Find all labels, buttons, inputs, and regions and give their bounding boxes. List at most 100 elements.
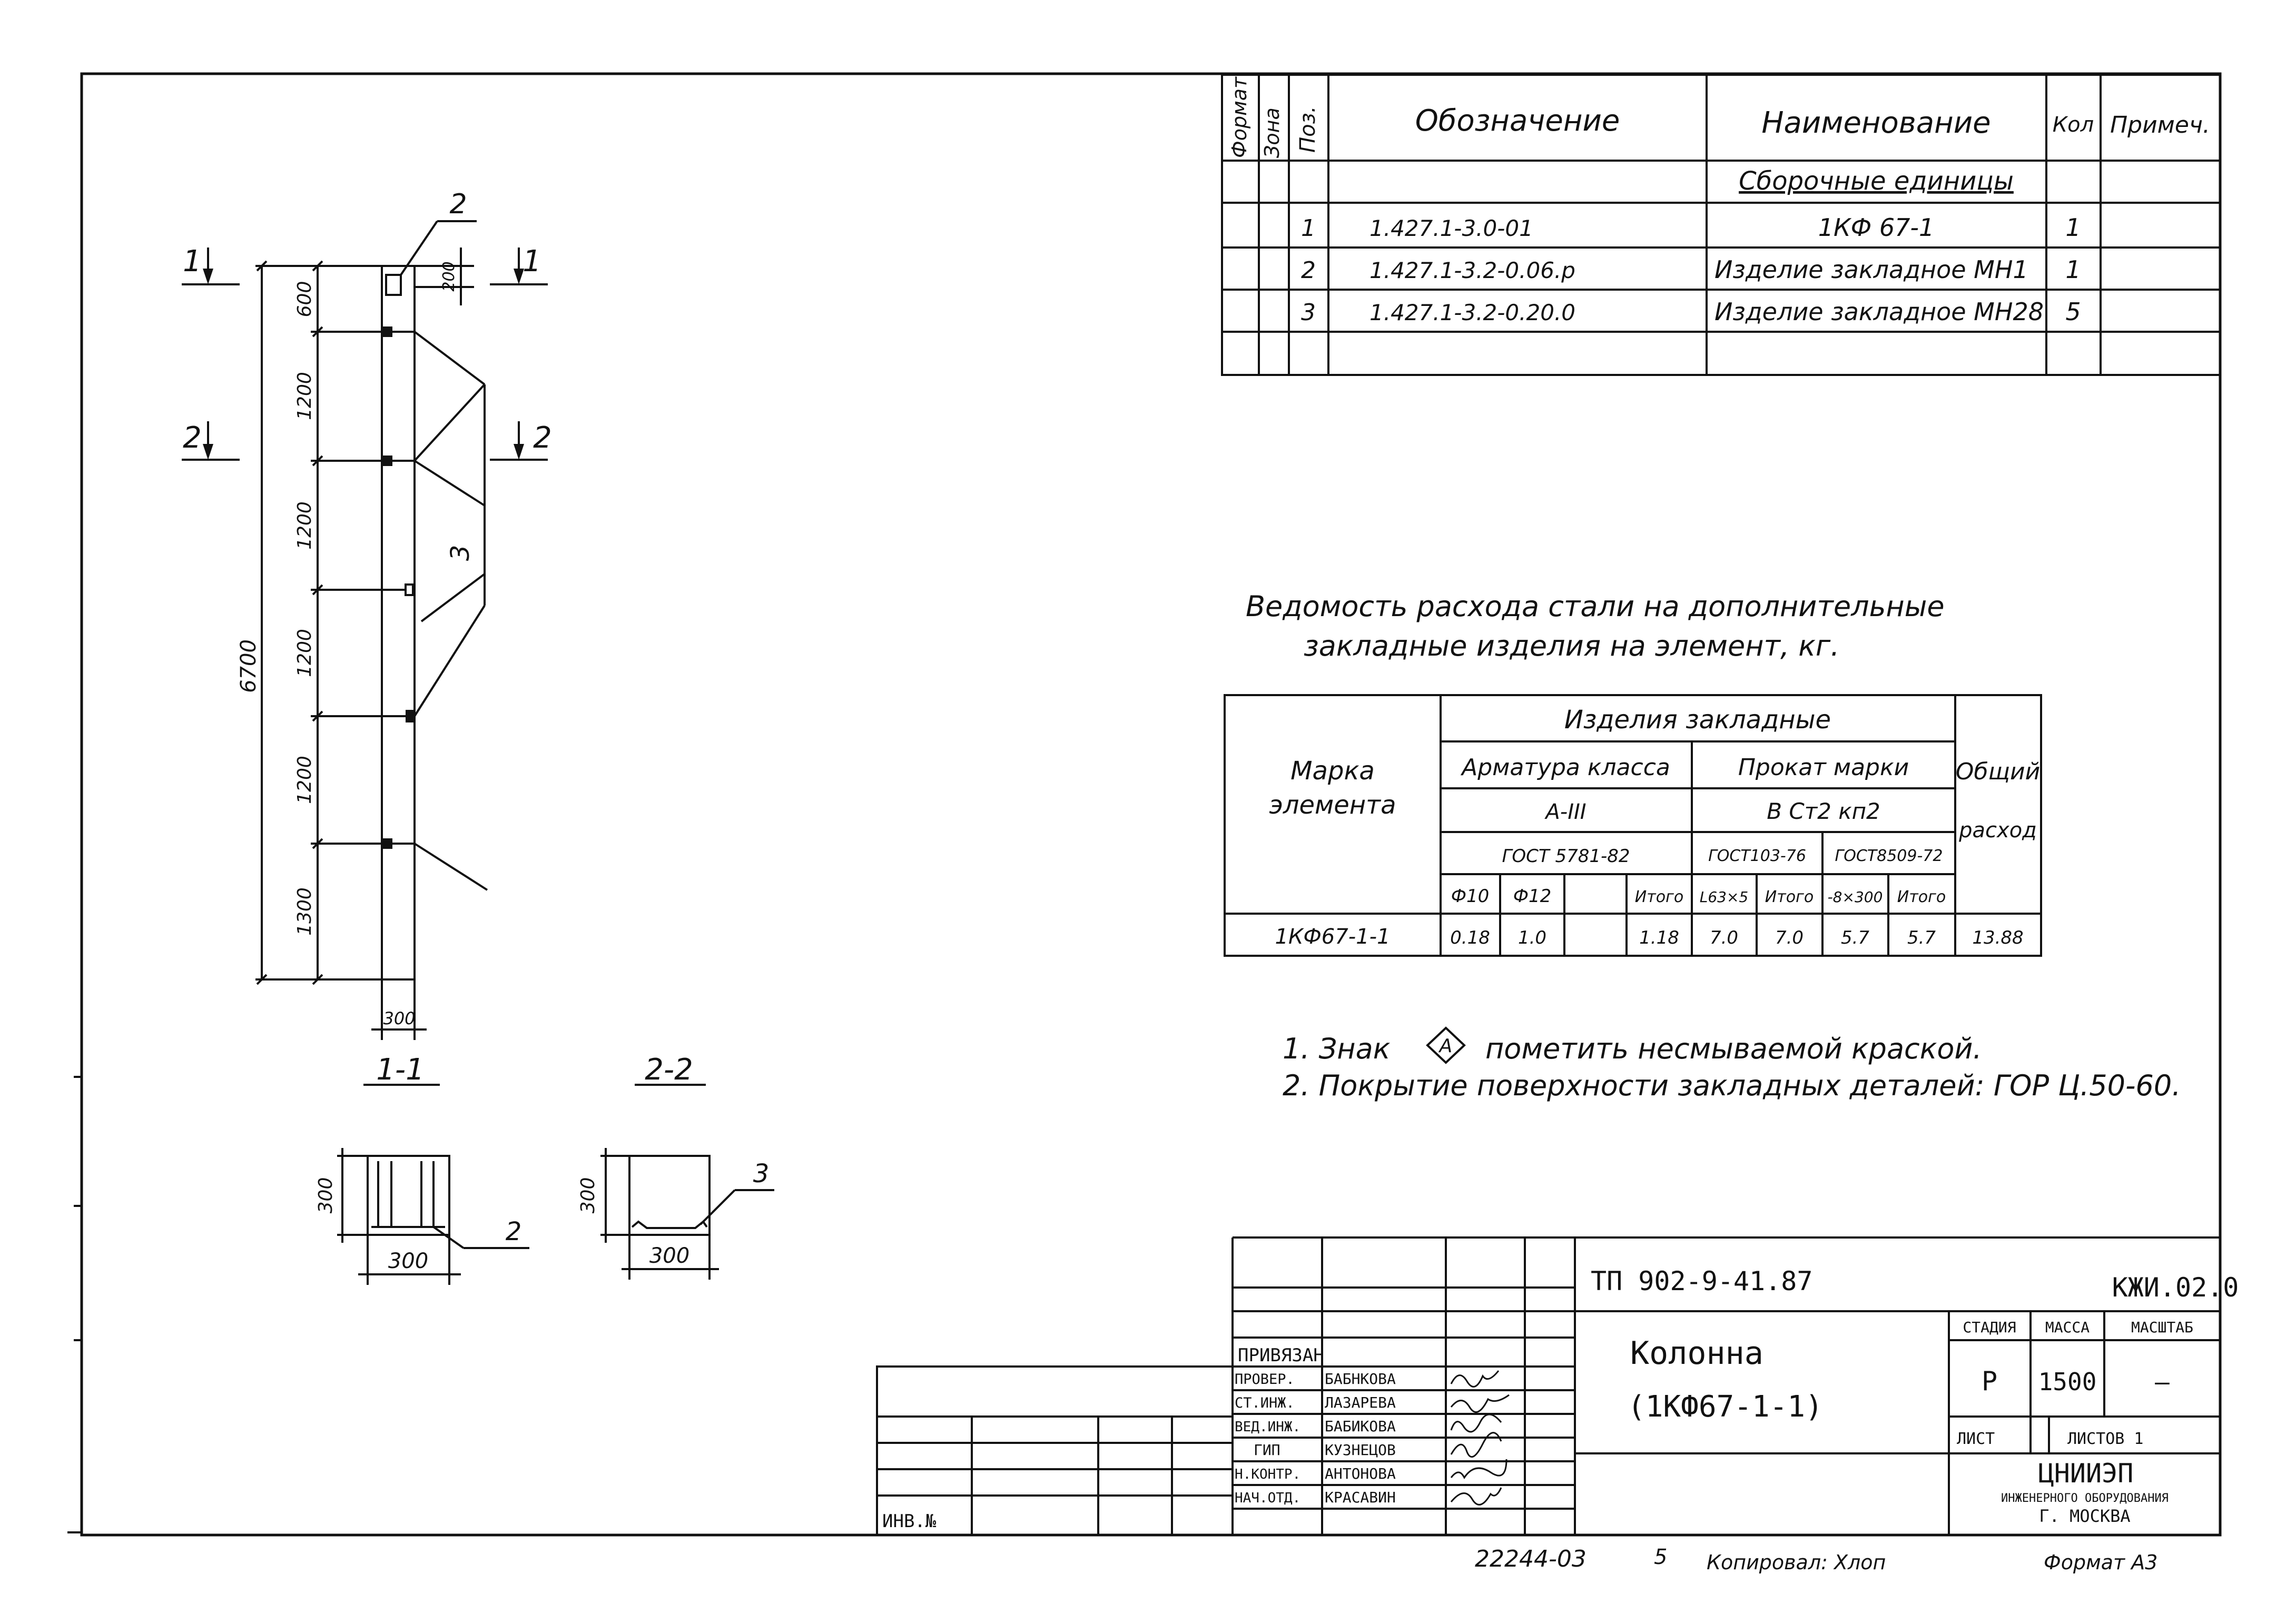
project-number: ТП 902-9-41.87 [1591,1266,1812,1296]
sec2-width: 300 [649,1244,689,1268]
signer-1-role: ПРОВЕР. [1235,1371,1295,1388]
steel-mark-header-line2: элемента [1269,790,1396,820]
drawing-code: КЖИ.02.0 [2112,1272,2239,1303]
signer-6-role: НАЧ.ОТД. [1235,1490,1300,1506]
note-1-text: пометить несмываемой краской. [1485,1032,1982,1065]
steel-rebar-grade: А-III [1544,800,1586,824]
footer-page: 5 [1654,1545,1667,1569]
section-2-label: 2-2 [645,1053,693,1087]
steel-row-mark: 1КФ67-1-1 [1275,925,1391,949]
org-city: Г. МОСКВА [2039,1506,2130,1526]
spec-header-format: Формат [1228,76,1251,158]
sec1-callout: 2 [506,1217,522,1246]
sec2-height: 300 [577,1177,599,1214]
scale-value: — [2155,1368,2170,1396]
privyazan-label: ПРИВЯЗАН [1238,1345,1324,1366]
signature-3 [1450,1413,1502,1433]
inv-no-label: ИНВ.№ [882,1511,937,1532]
section-2-2 [600,1084,774,1280]
steel-sub-header-1: Ф12 [1513,886,1552,907]
signature-4 [1450,1432,1502,1458]
steel-total-header-line1: Общий [1956,758,2040,785]
spec-row-2-qty: 1 [2065,255,2081,284]
signer-6-name: КРАСАВИН [1325,1489,1396,1506]
signer-5-name: АНТОНОВА [1325,1465,1396,1482]
footer-format: Формат А3 [2044,1551,2157,1574]
steel-sub-header-3: Итого [1635,888,1683,906]
steel-row-total: 13.88 [1972,927,2023,948]
steel-table [1224,694,2042,957]
callout-2: 2 [449,189,467,220]
steel-row-v7: 5.7 [1907,927,1936,948]
section-1-1 [337,1084,529,1285]
steel-rebar-gost: ГОСТ 5781-82 [1502,846,1630,867]
stage-header: СТАДИЯ [1963,1319,2016,1336]
steel-row-v5: 7.0 [1775,927,1804,948]
dim-1200-b: 1200 [294,501,316,550]
spec-table [1221,74,2221,376]
mark-a-letter: А [1438,1035,1453,1057]
spec-row-1-name: 1КФ 67-1 [1818,213,1935,242]
dim-1300: 1300 [294,887,316,936]
steel-rolled-grade: В Ст2 кп2 [1767,798,1880,824]
stage-value: Р [1982,1366,1997,1397]
steel-gost-103: ГОСТ103-76 [1708,847,1806,865]
steel-embedded-header: Изделия закладные [1564,705,1831,735]
signer-5-role: Н.КОНТР. [1235,1467,1300,1482]
signature-6 [1450,1487,1502,1506]
signature-5 [1450,1459,1507,1479]
dim-top-plate: 200 [440,261,458,291]
steel-rebar-class: Арматура класса [1460,754,1670,781]
spec-row-3-pos: 3 [1301,299,1316,326]
steel-gost-8509: ГОСТ8509-72 [1835,847,1943,865]
steel-rolled-mark: Прокат марки [1738,754,1909,781]
signer-3-name: БАБИКОВА [1325,1418,1396,1435]
signature-2 [1450,1394,1510,1413]
spec-row-1-pos: 1 [1301,215,1316,242]
signature-1 [1450,1370,1500,1388]
spec-row-3-designation: 1.427.1-3.2-0.20.0 [1369,300,1575,325]
steel-title-line2: закладные изделия на элемент, кг. [1304,629,1839,662]
note-2: 2. Покрытие поверхности закладных детале… [1283,1069,2181,1102]
steel-sub-header-4: L63×5 [1700,888,1749,906]
signer-1-name: БАБНКОВА [1325,1370,1396,1388]
org-name: ЦНИИЭП [2038,1458,2134,1489]
steel-mark-header-line1: Марка [1290,756,1375,786]
sheet-frame [80,72,2222,1537]
callout-3: 3 [446,545,475,561]
dim-1200-c: 1200 [294,629,316,677]
sec1-width: 300 [388,1249,428,1273]
spec-row-2-pos: 2 [1301,257,1316,284]
object-name-line2: (1КФ67-1-1) [1628,1390,1823,1424]
scale-header: МАСШТАБ [2131,1319,2193,1336]
spec-header-pos: Поз. [1296,106,1320,153]
dim-600: 600 [294,281,316,318]
steel-row-v4: 7.0 [1710,927,1738,948]
mass-header: МАССА [2045,1319,2090,1336]
dim-1200-a: 1200 [294,372,316,420]
spec-header-note: Примеч. [2110,112,2210,138]
spec-section-title: Сборочные единицы [1739,166,2014,196]
note-1-prefix: 1. Знак [1283,1032,1391,1065]
sec1-height: 300 [315,1177,337,1214]
dim-width: 300 [383,1008,415,1028]
dim-total: 6700 [237,639,261,693]
signer-2-name: ЛАЗАРЕВА [1325,1394,1396,1411]
section-mark-1-right: 1 [523,244,541,279]
steel-title-line1: Ведомость расхода стали на дополнительны… [1246,590,1945,623]
footer-number: 22244-03 [1475,1546,1586,1572]
signer-2-role: СТ.ИНЖ. [1235,1395,1295,1411]
steel-row-v6: 5.7 [1841,927,1869,948]
spec-header-designation: Обозначение [1415,104,1620,138]
steel-total-header-line2: расход [1958,818,2037,843]
spec-row-1-designation: 1.427.1-3.0-01 [1369,215,1533,241]
column-elevation [182,220,548,1040]
spec-header-zone: Зона [1260,107,1284,158]
mark-a-symbol: А [1426,1026,1466,1064]
sheet-header: ЛИСТ [1957,1430,1995,1448]
sec2-callout: 3 [753,1159,770,1189]
spec-row-3-name: Изделие закладное МН28 [1714,298,2044,326]
steel-sub-header-5: Итого [1765,888,1814,906]
spec-row-2-designation: 1.427.1-3.2-0.06.р [1369,258,1575,283]
